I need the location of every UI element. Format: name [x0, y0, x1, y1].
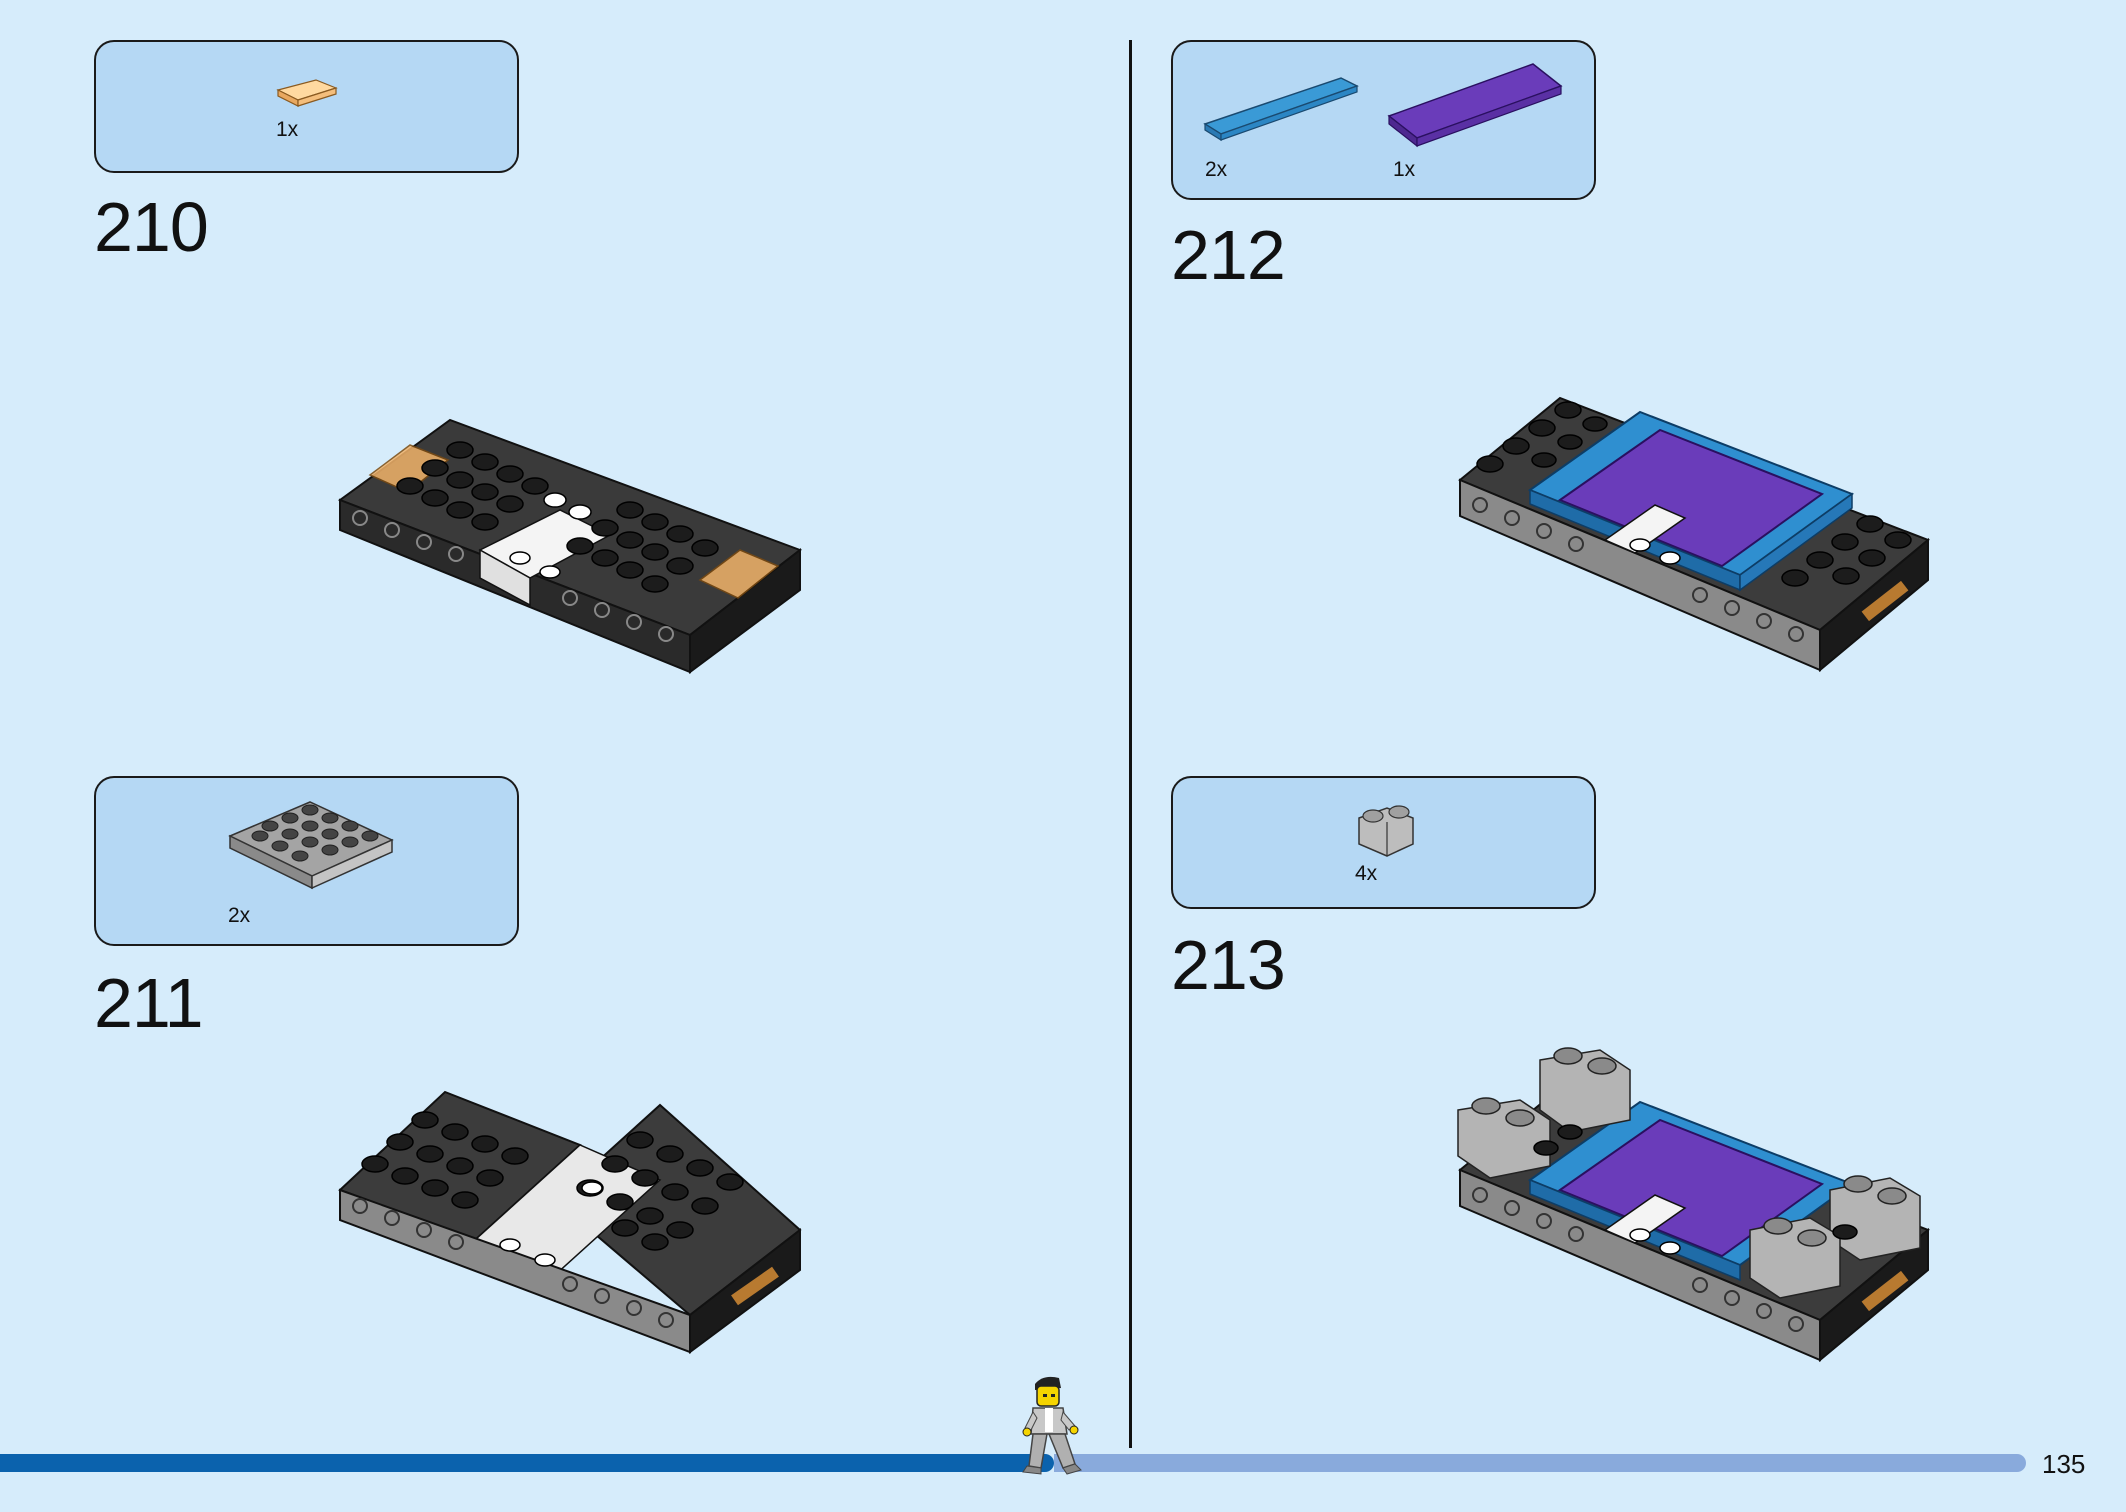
tile-purple-icon [1387, 63, 1563, 148]
model-step-213 [1457, 1047, 1930, 1363]
progress-bar [0, 1454, 1054, 1472]
model-step-211 [338, 1090, 802, 1354]
parts-box-step-210: 1x [94, 40, 519, 173]
parts-box-step-213: 4x [1171, 776, 1596, 909]
progress-remaining [1054, 1454, 2026, 1472]
part-qty: 2x [1205, 158, 1228, 181]
step-number-212: 212 [1171, 216, 1286, 294]
brick-round-corner-gray-icon [1358, 805, 1414, 857]
step-number-210: 210 [94, 188, 209, 266]
minifigure-walking-icon [1022, 1376, 1082, 1475]
part-qty: 1x [1393, 158, 1416, 181]
part-qty: 2x [228, 904, 251, 927]
part-qty: 4x [1355, 862, 1378, 885]
part-qty: 1x [276, 118, 299, 141]
page-divider [1129, 40, 1132, 1448]
parts-box-step-211: 2x [94, 776, 519, 946]
model-step-210 [337, 418, 803, 674]
step-number-213: 213 [1171, 926, 1286, 1004]
tile-trans-orange-icon [276, 79, 338, 107]
model-step-212 [1458, 396, 1930, 673]
page-number: 135 [2042, 1449, 2086, 1479]
plate-4x4-gray-icon [228, 801, 394, 890]
step-number-211: 211 [94, 964, 204, 1042]
parts-box-step-212: 2x 1x [1171, 40, 1596, 200]
tile-blue-icon [1203, 77, 1359, 142]
